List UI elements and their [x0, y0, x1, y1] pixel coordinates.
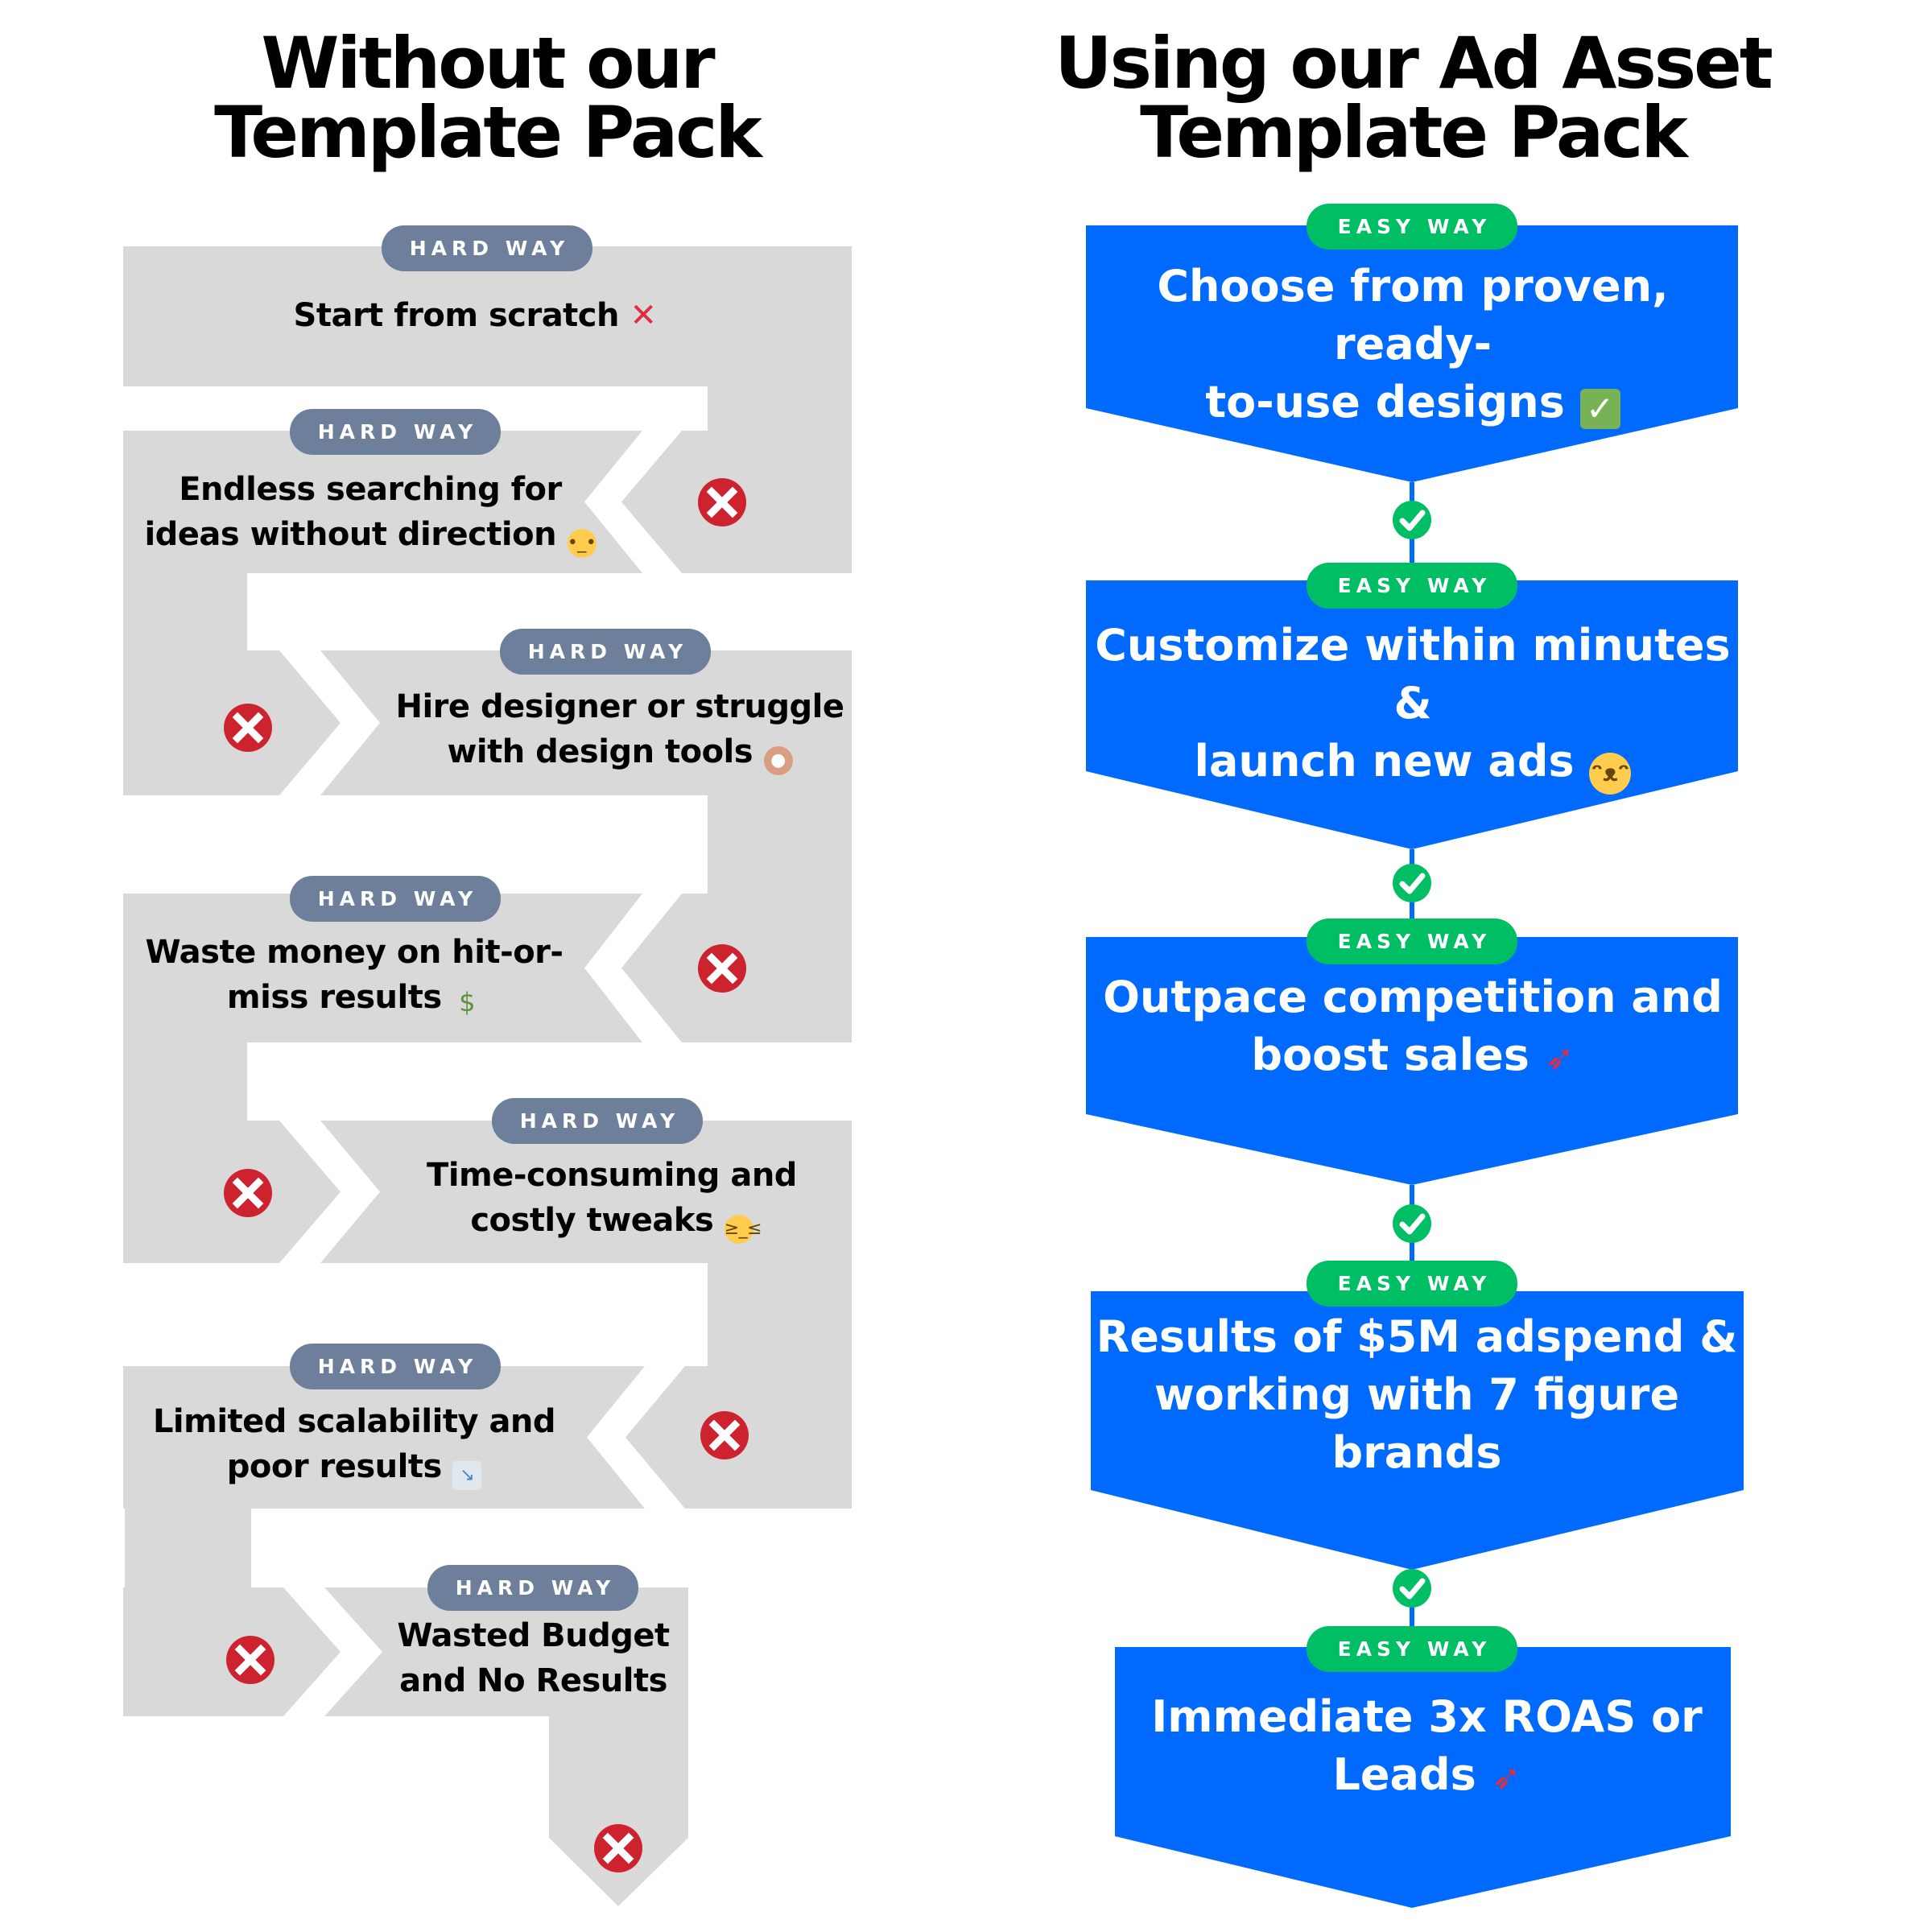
connector-right — [708, 794, 852, 895]
easy-way-badge: EASY WAY — [1307, 1261, 1517, 1307]
x-circle-icon — [700, 1411, 749, 1459]
left-column-title: Without our Template Pack — [121, 22, 853, 174]
hard-step-line-1: Time-consuming and — [427, 1157, 797, 1194]
easy-step-box — [1086, 580, 1738, 849]
left-title-line-2: Template Pack — [214, 91, 762, 174]
cross-mark-icon: ✕ — [630, 297, 657, 334]
check-circle-icon — [1393, 1204, 1431, 1243]
hard-step-band — [123, 1366, 645, 1509]
check-box-icon: ✓ — [1579, 389, 1620, 429]
rocket-icon: ➶ — [1491, 1757, 1521, 1798]
hard-step-4-text: Waste money on hit-or- miss results $ — [121, 930, 588, 1020]
hard-step-6-text: Limited scalability and poor results ↘ — [121, 1399, 588, 1490]
easy-step-line-1: Customize within minutes & — [1095, 620, 1731, 729]
hard-step-line-1: Wasted Budget — [397, 1617, 670, 1654]
hard-step-1-text: Start from scratch ✕ — [161, 293, 789, 338]
easy-step-line-2: boost sales — [1251, 1030, 1530, 1080]
easy-step-line-2: to-use designs — [1205, 377, 1565, 427]
easy-step-line-3: brands — [1331, 1427, 1502, 1478]
easy-step-line-1: Outpace competition and — [1103, 972, 1723, 1022]
x-circle-icon — [698, 478, 746, 526]
easy-step-2-text: Customize within minutes & launch new ad… — [1091, 617, 1735, 795]
easy-way-badge: EASY WAY — [1307, 204, 1517, 250]
hard-way-badge: HARD WAY — [290, 409, 501, 455]
hard-step-line-2: with design tools — [447, 733, 753, 770]
easy-step-1-text: Choose from proven, ready- to-use design… — [1091, 258, 1735, 431]
hard-step-line-2: costly tweaks — [470, 1202, 714, 1239]
huffing-face-icon: ≥_≤ — [724, 1215, 762, 1244]
hard-step-line-1: Start from scratch — [293, 297, 620, 334]
smiley-face-icon: ᵔᴥᵔ — [1589, 753, 1632, 795]
x-circle-icon — [594, 1824, 642, 1872]
easy-way-badge: EASY WAY — [1307, 1626, 1517, 1672]
x-circle-icon — [224, 1169, 272, 1217]
hard-way-badge: HARD WAY — [500, 629, 711, 675]
x-circle-icon — [226, 1636, 275, 1684]
hard-step-line-1: Endless searching for — [179, 471, 562, 508]
hard-step-line-2: ideas without direction — [144, 516, 557, 553]
x-circle-icon — [698, 944, 746, 993]
right-column-title: Using our Ad Asset Template Pack — [1038, 22, 1787, 174]
left-title-line-1: Without our — [261, 22, 715, 105]
hard-way-badge: HARD WAY — [290, 1344, 501, 1389]
hard-step-band — [123, 246, 852, 386]
right-title-line-1: Using our Ad Asset — [1055, 22, 1773, 105]
connector-left — [125, 1507, 251, 1589]
hard-way-badge: HARD WAY — [427, 1565, 638, 1611]
hard-step-line-2: miss results — [226, 979, 442, 1016]
easy-step-box — [1115, 1647, 1731, 1908]
easy-step-box — [1086, 937, 1738, 1185]
hard-step-7-text: Wasted Budget and No Results — [378, 1613, 688, 1703]
hard-end-arrow — [549, 1715, 688, 1906]
check-circle-icon — [1393, 864, 1431, 902]
money-with-wings-icon: $ — [459, 987, 475, 1018]
easy-step-4-text: Results of $5M adspend & working with 7 … — [1095, 1308, 1739, 1482]
hard-step-band — [320, 1121, 852, 1263]
rocket-icon: ➶ — [1544, 1038, 1575, 1079]
easy-step-3-text: Outpace competition and boost sales ➶ — [1091, 968, 1735, 1088]
hard-step-line-1: Hire designer or struggle — [395, 688, 844, 725]
hard-step-band — [123, 431, 642, 573]
hard-step-line-1: Waste money on hit-or- — [145, 934, 564, 971]
hard-step-band — [324, 1587, 688, 1716]
hard-step-5-text: Time-consuming and costly tweaks ≥_≤ — [378, 1153, 845, 1244]
hard-way-badge: HARD WAY — [382, 225, 592, 271]
hard-step-2-text: Endless searching for ideas without dire… — [121, 467, 620, 558]
hard-way-badge: HARD WAY — [492, 1098, 703, 1144]
connector-right — [708, 385, 852, 433]
hard-step-line-2: poor results — [226, 1448, 443, 1485]
hard-step-3-text: Hire designer or struggle with design to… — [378, 684, 861, 775]
raised-eyebrow-face-icon: •_• — [567, 529, 597, 558]
easy-step-line-1: Immediate 3x ROAS or — [1151, 1691, 1703, 1742]
check-circle-icon — [1393, 501, 1431, 539]
easy-step-line-2: launch new ads — [1194, 736, 1575, 786]
check-circle-icon — [1393, 1569, 1431, 1608]
connector-left — [123, 572, 247, 652]
easy-step-line-1: Results of $5M adspend & — [1096, 1311, 1738, 1362]
easy-step-5-text: Immediate 3x ROAS or Leads ➶ — [1118, 1688, 1736, 1807]
connector-left — [123, 1041, 247, 1122]
hard-step-line-2: and No Results — [399, 1662, 667, 1699]
hard-way-badge: HARD WAY — [290, 876, 501, 922]
easy-step-box — [1086, 225, 1738, 482]
hard-step-band — [123, 894, 642, 1042]
hard-step-band — [320, 650, 852, 795]
chart-decreasing-icon: ↘ — [452, 1461, 482, 1490]
easy-step-line-1: Choose from proven, ready- — [1157, 261, 1669, 369]
easy-step-box — [1091, 1291, 1744, 1570]
hard-step-line-1: Limited scalability and — [152, 1403, 556, 1440]
easy-way-badge: EASY WAY — [1307, 919, 1517, 964]
easy-step-line-2: Leads — [1332, 1749, 1476, 1800]
x-circle-icon — [224, 704, 272, 752]
right-title-line-2: Template Pack — [1140, 91, 1688, 174]
connector-right — [708, 1261, 852, 1368]
easy-step-line-2: working with 7 figure — [1154, 1369, 1680, 1420]
easy-way-badge: EASY WAY — [1307, 563, 1517, 609]
artist-palette-icon: ● — [763, 746, 793, 775]
